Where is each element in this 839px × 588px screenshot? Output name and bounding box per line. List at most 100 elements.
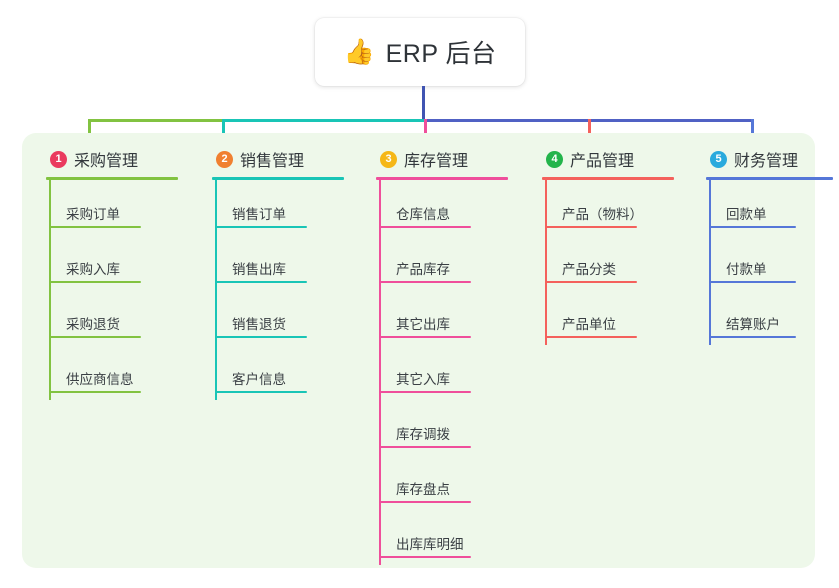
branch-item-underline [49,226,141,228]
branch-item-label: 付款单 [726,262,767,277]
branch-spine [379,180,381,565]
branch-item[interactable]: 其它入库 [368,345,518,400]
branch-column-3: 3 库存管理仓库信息产品库存其它出库其它入库库存调拨库存盘点出库库明细 [368,147,518,565]
branch-item[interactable]: 产品单位 [534,290,684,345]
branch-item[interactable]: 产品分类 [534,235,684,290]
branch-item-underline [379,391,471,393]
branch-item-label: 产品单位 [562,317,616,332]
branch-item-label: 产品（物料） [562,207,643,222]
branch-item-underline [379,446,471,448]
branch-item-underline [379,501,471,503]
branch-item[interactable]: 库存盘点 [368,455,518,510]
branch-item-underline [709,281,796,283]
branch-item[interactable]: 供应商信息 [38,345,188,400]
branch-item-list: 采购订单采购入库采购退货供应商信息 [38,180,188,400]
branch-item[interactable]: 结算账户 [698,290,839,345]
branch-header-1[interactable]: 1 采购管理 [38,147,188,171]
branch-item-label: 销售订单 [232,207,286,222]
branch-item[interactable]: 仓库信息 [368,180,518,235]
branch-item[interactable]: 回款单 [698,180,839,235]
branch-item[interactable]: 付款单 [698,235,839,290]
branch-item-label: 库存调拨 [396,427,450,442]
branch-number-badge: 1 [50,150,67,168]
branch-item-list: 产品（物料） 产品分类产品单位 [534,180,684,345]
branch-item[interactable]: 库存调拨 [368,400,518,455]
branch-item-underline [49,336,141,338]
branch-connector-drop-4 [588,119,591,146]
branch-column-2: 2 销售管理销售订单销售出库销售退货客户信息 [204,147,354,400]
branch-connector-drop-1 [88,119,91,146]
branch-item[interactable]: 客户信息 [204,345,354,400]
branch-underline [46,177,178,180]
branch-item[interactable]: 采购入库 [38,235,188,290]
branch-header-5[interactable]: 5 财务管理 [698,147,839,171]
branch-column-1: 1 采购管理采购订单采购入库采购退货供应商信息 [38,147,188,400]
branch-item-list: 销售订单销售出库销售退货客户信息 [204,180,354,400]
branch-header-3[interactable]: 3 库存管理 [368,147,518,171]
branch-item-label: 出库库明细 [396,537,464,552]
branch-item[interactable]: 产品（物料） [534,180,684,235]
branch-item-label: 采购退货 [66,317,120,332]
branch-connector-drop-3 [424,119,427,146]
branch-item[interactable]: 产品库存 [368,235,518,290]
branch-item[interactable]: 销售出库 [204,235,354,290]
branch-item[interactable]: 其它出库 [368,290,518,345]
connector-bar-segment-2 [222,119,425,122]
branch-item[interactable]: 销售订单 [204,180,354,235]
root-node-card[interactable]: 👍 ERP 后台 [315,18,525,86]
branch-title: 销售管理 [240,153,305,170]
branch-spine [545,180,547,345]
branch-item-label: 仓库信息 [396,207,450,222]
branch-number-badge: 3 [380,150,397,168]
branch-item[interactable]: 采购退货 [38,290,188,345]
branch-item-underline [215,226,307,228]
branch-item-label: 销售出库 [232,262,286,277]
branch-item-label: 客户信息 [232,372,286,387]
root-connector-drop [422,86,425,122]
branch-connector-drop-5 [751,119,754,146]
branch-title: 库存管理 [404,153,469,170]
branch-item-underline [545,336,637,338]
branch-item-underline [379,226,471,228]
branch-item-underline [215,391,307,393]
branch-item-label: 产品分类 [562,262,616,277]
branch-item-underline [215,281,307,283]
branch-item-label: 其它入库 [396,372,450,387]
branch-item[interactable]: 出库库明细 [368,510,518,565]
branch-number-badge: 5 [710,150,727,168]
branch-spine [49,180,51,400]
branch-item-label: 销售退货 [232,317,286,332]
thumbs-up-icon: 👍 [343,37,375,66]
branches-panel: 1 采购管理采购订单采购入库采购退货供应商信息 2 销售管理销售订单销售出库销售退货客… [22,133,833,568]
branch-item-label: 库存盘点 [396,482,450,497]
branch-item-label: 采购订单 [66,207,120,222]
branch-item-underline [709,336,796,338]
branch-column-5: 5 财务管理回款单付款单结算账户 [698,147,839,345]
branch-underline [212,177,344,180]
branch-title: 采购管理 [74,153,139,170]
branch-connector-drop-2 [222,119,225,146]
branch-title: 产品管理 [570,153,635,170]
branch-item-list: 回款单付款单结算账户 [698,180,839,345]
branch-underline [376,177,508,180]
branch-item-underline [545,281,637,283]
connector-bar-segment-1 [88,119,223,122]
branch-title: 财务管理 [734,153,799,170]
branch-header-2[interactable]: 2 销售管理 [204,147,354,171]
branch-spine [215,180,217,400]
branch-spine [709,180,711,345]
branch-item-underline [49,281,141,283]
branch-item-label: 产品库存 [396,262,450,277]
branch-item-label: 结算账户 [726,317,780,332]
branch-underline [542,177,674,180]
root-node-title: ERP 后台 [385,40,497,68]
branch-item-underline [379,556,471,558]
branch-item[interactable]: 销售退货 [204,290,354,345]
branch-item[interactable]: 采购订单 [38,180,188,235]
branch-number-badge: 2 [216,150,233,168]
branch-item-underline [49,391,141,393]
branch-item-list: 仓库信息产品库存其它出库其它入库库存调拨库存盘点出库库明细 [368,180,518,565]
